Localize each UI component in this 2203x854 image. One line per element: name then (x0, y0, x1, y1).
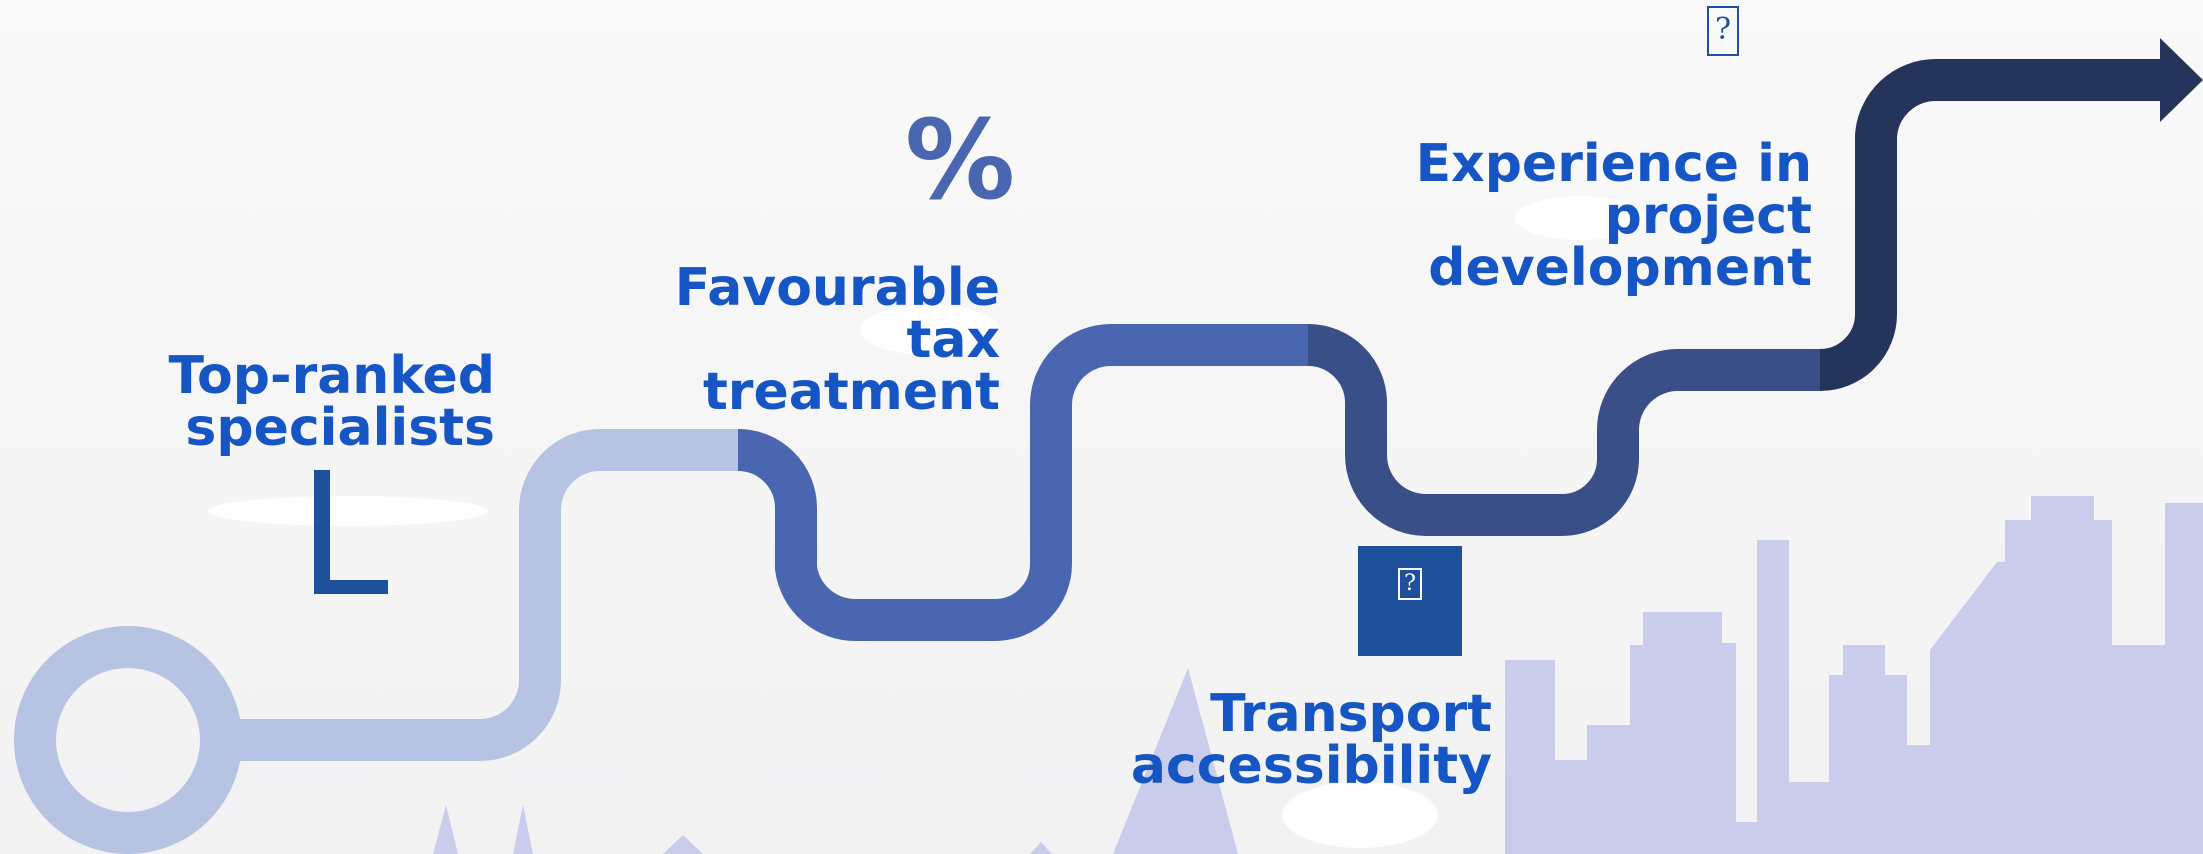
step-3-line-2: accessibility (1130, 736, 1492, 796)
step-1-line-2: specialists (185, 398, 495, 458)
step-2-line-3: treatment (702, 362, 1000, 422)
step-2-line-1: Favourable (674, 258, 1000, 318)
arrow-head (2160, 38, 2203, 122)
step-2-label: Favourable tax treatment (660, 262, 1000, 418)
person-icon (314, 470, 388, 594)
path-segment-4 (1818, 58, 2170, 391)
step-1-line-1: Top-ranked (168, 346, 495, 406)
path-segment-3 (1306, 324, 1820, 536)
step-1-label: Top-ranked specialists (150, 350, 495, 454)
step-3-line-1: Transport (1210, 684, 1492, 744)
city-skyline (433, 496, 2203, 854)
percent-icon: % (904, 96, 1016, 224)
path-segment-1 (221, 429, 738, 761)
step-4-line-3: development (1428, 238, 1812, 298)
step-3-label: Transport accessibility (1100, 688, 1492, 792)
path-segment-2 (736, 324, 1308, 642)
step-4-line-1: Experience in (1415, 134, 1812, 194)
transport-icon-box (1358, 546, 1462, 656)
building-icon: ? (1703, 4, 1747, 56)
start-node (14, 626, 242, 854)
label-shadows (208, 196, 1645, 848)
step-4-line-2: project (1604, 186, 1812, 246)
step-2-line-2: tax (906, 310, 1001, 370)
step-4-label: Experience in project development (1410, 138, 1812, 294)
transport-icon: ? (1396, 566, 1426, 602)
